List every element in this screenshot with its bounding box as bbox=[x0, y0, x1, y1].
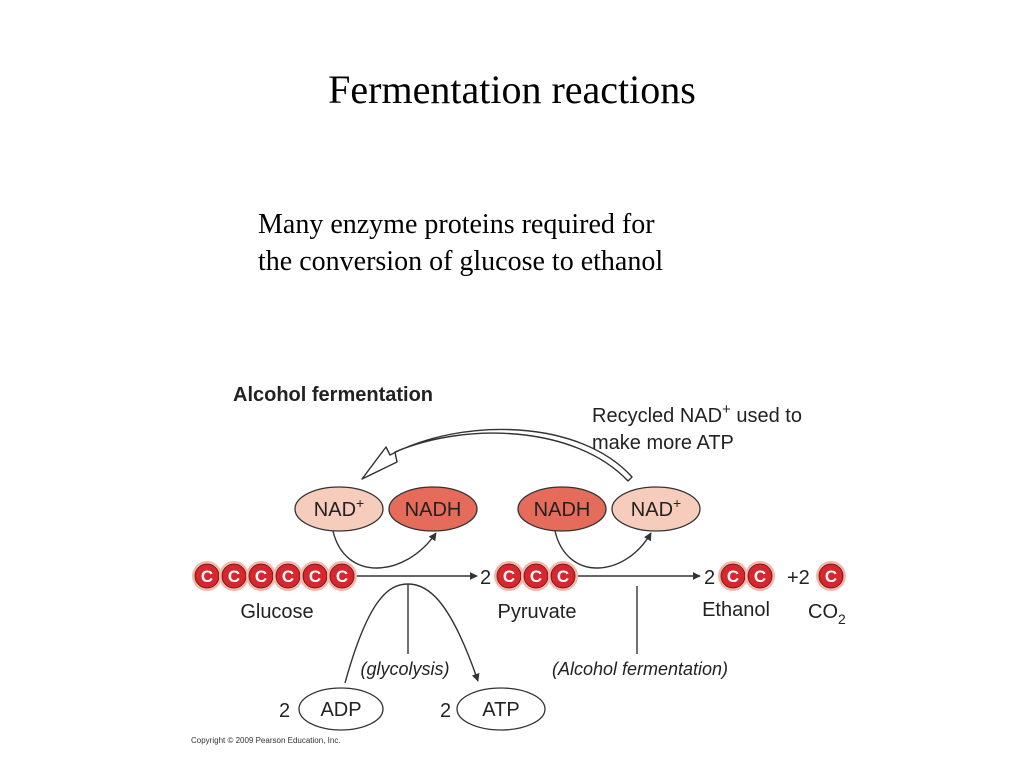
nadh-oval-right: NADH bbox=[517, 486, 607, 532]
subtitle-line-1: Many enzyme proteins required for bbox=[258, 209, 655, 240]
atp-coefficient: 2 bbox=[440, 700, 451, 722]
atp-oval: ATP bbox=[456, 687, 546, 731]
glucose-carbon-symbol: C bbox=[201, 567, 213, 586]
pyruvate-carbon-atom bbox=[550, 563, 576, 589]
recycled-note-line-2: make more ATP bbox=[592, 432, 734, 454]
glucose-label: Glucose bbox=[240, 601, 313, 623]
nad-plus-oval-left: NAD+ bbox=[294, 486, 384, 532]
pyruvate-carbon-symbol: C bbox=[503, 567, 515, 586]
atp-label: ATP bbox=[482, 699, 519, 721]
recycle-arrow bbox=[361, 428, 633, 482]
ethanol-label: Ethanol bbox=[702, 599, 770, 621]
glucose-carbon-symbol: C bbox=[282, 567, 294, 586]
glucose-carbon-atom bbox=[329, 563, 355, 589]
nadh-label: NADH bbox=[534, 499, 591, 521]
co2-carbon-atom bbox=[818, 563, 844, 589]
glucose-carbon-symbol: C bbox=[228, 567, 240, 586]
alcohol-fermentation-label: (Alcohol fermentation) bbox=[552, 659, 728, 679]
recycled-note-line-1: Recycled NAD+ used to bbox=[592, 401, 802, 427]
adp-oval: ADP bbox=[298, 687, 384, 731]
ethanol-carbon-atom bbox=[747, 563, 773, 589]
nadh-oxidation-arrow bbox=[554, 530, 652, 569]
glucose-carbon-symbol: C bbox=[255, 567, 267, 586]
nadh-label: NADH bbox=[405, 499, 462, 521]
copyright-notice: Copyright © 2009 Pearson Education, Inc. bbox=[191, 736, 341, 745]
nad-plus-oval-right: NAD+ bbox=[611, 486, 701, 532]
nadh-oval-left: NADH bbox=[388, 486, 478, 532]
co2-carbon-chain: C bbox=[816, 561, 846, 591]
pyruvate-carbon-symbol: C bbox=[530, 567, 542, 586]
adp-label: ADP bbox=[320, 699, 361, 721]
subtitle-line-2: the conversion of glucose to ethanol bbox=[258, 246, 664, 277]
slide-subtitle: Many enzyme proteins required for the co… bbox=[258, 206, 818, 280]
nad-plus-label: NAD+ bbox=[631, 495, 681, 521]
nad-plus-label: NAD+ bbox=[314, 495, 364, 521]
pyruvate-coefficient: 2 bbox=[480, 567, 491, 589]
adp-coefficient: 2 bbox=[279, 700, 290, 722]
glucose-carbon-symbol: C bbox=[336, 567, 348, 586]
figure-heading: Alcohol fermentation bbox=[233, 384, 433, 406]
glucose-carbon-symbol: C bbox=[309, 567, 321, 586]
pyruvate-label: Pyruvate bbox=[498, 601, 577, 623]
ethanol-coefficient: 2 bbox=[704, 567, 715, 589]
ethanol-carbon-symbol: C bbox=[754, 567, 766, 586]
ethanol-carbon-symbol: C bbox=[727, 567, 739, 586]
co2-coefficient: +2 bbox=[787, 567, 810, 589]
slide-title: Fermentation reactions bbox=[328, 67, 696, 112]
co2-label: CO2 bbox=[808, 601, 846, 627]
co2-carbon-symbol: C bbox=[825, 567, 837, 586]
nad-reduction-arrow bbox=[332, 530, 437, 569]
glycolysis-label: (glycolysis) bbox=[360, 659, 449, 679]
pyruvate-carbon-symbol: C bbox=[557, 567, 569, 586]
